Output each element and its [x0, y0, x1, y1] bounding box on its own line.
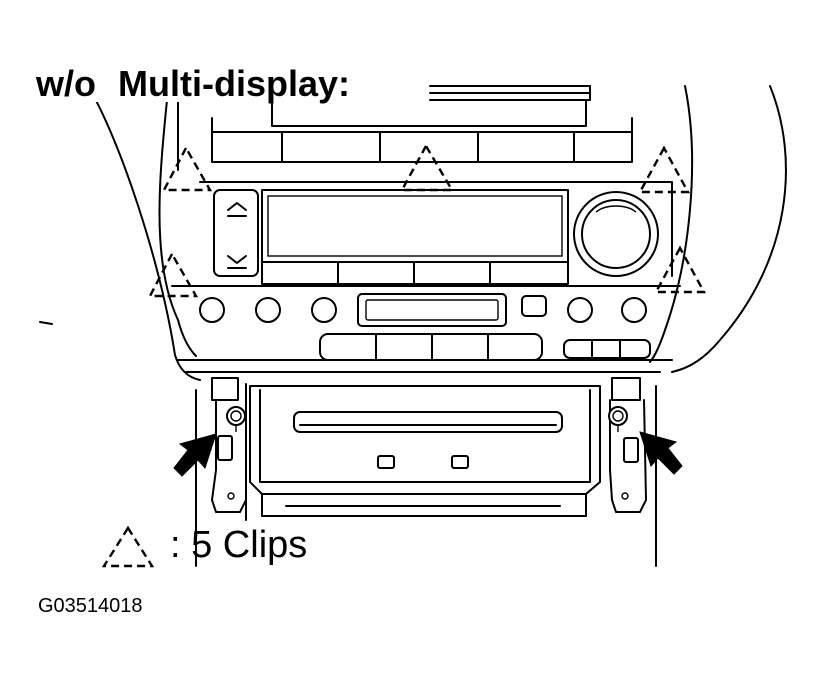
dashed-triangle-icon: [399, 143, 455, 192]
heading-label: Multi-display:: [118, 63, 350, 104]
button-strip: [319, 333, 651, 361]
bracket-right: [609, 377, 657, 567]
dashed-triangle-icon: [148, 251, 199, 298]
storage-pocket: [249, 385, 601, 517]
legend-label: : 5 Clips: [170, 524, 308, 566]
figure-id: G03514018: [38, 595, 143, 617]
legend-clip-triangle-icon: [101, 525, 155, 568]
dash-outline: [39, 85, 787, 381]
dashed-triangle-icon: [637, 145, 691, 194]
upper-audio-unit: [211, 85, 633, 163]
heading-prefix: w/o: [36, 63, 96, 104]
arrow-icon: [173, 433, 217, 477]
dashed-triangle-icon: [162, 145, 213, 192]
knob-row: [199, 293, 647, 327]
bolt-icon: [226, 406, 246, 432]
control-panel: [171, 181, 681, 373]
bracket-left: [195, 377, 247, 567]
diagram-heading: w/o Multi-display:: [36, 66, 356, 102]
dashed-triangle-icon: [653, 245, 707, 294]
bolt-icon: [608, 406, 628, 432]
arrow-icon: [639, 431, 683, 475]
